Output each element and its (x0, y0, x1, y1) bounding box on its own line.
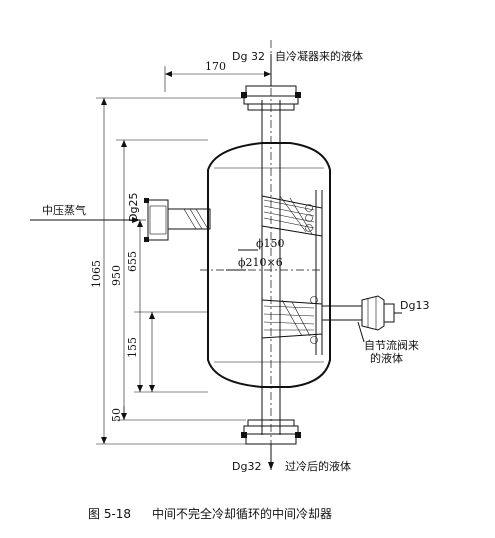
dim-height-655: 655 (126, 251, 139, 272)
right-nozzle (321, 295, 395, 331)
right-inlet-desc-2: 的液体 (370, 351, 403, 365)
dim-height-155: 155 (126, 337, 139, 358)
left-nozzle (144, 198, 211, 242)
right-tube (315, 190, 323, 355)
top-inlet-size: Dg 32 (232, 50, 265, 63)
left-inlet-size: Dg25 (127, 193, 140, 222)
left-inlet-desc: 中压蒸气 (42, 203, 86, 217)
dim-height-950: 950 (110, 265, 123, 286)
caption-title: 中间不完全冷却循环的中间冷却器 (152, 506, 332, 521)
right-inlet-size: Dg13 (400, 299, 429, 312)
centerlines (200, 40, 320, 470)
vessel-shell (207, 142, 331, 388)
right-inlet-desc-1: 自节流阀来 (364, 338, 419, 352)
dimension-lines (96, 66, 271, 445)
dim-height-50: 50 (110, 408, 123, 422)
leader-lines (30, 54, 402, 470)
inner-pipe-dia: ϕ150 (256, 237, 285, 250)
top-inlet-desc: 自冷凝器来的液体 (275, 49, 363, 63)
bottom-outlet-size: Dg32 (232, 460, 261, 473)
bottom-outlet-desc: 过冷后的液体 (285, 459, 351, 473)
coil-spec: ϕ210×6 (238, 256, 283, 269)
inner-pipe (261, 100, 281, 435)
dim-overall-height: 1065 (90, 260, 103, 288)
caption-number: 图 5-18 (88, 507, 131, 521)
dim-top-width: 170 (205, 60, 226, 73)
